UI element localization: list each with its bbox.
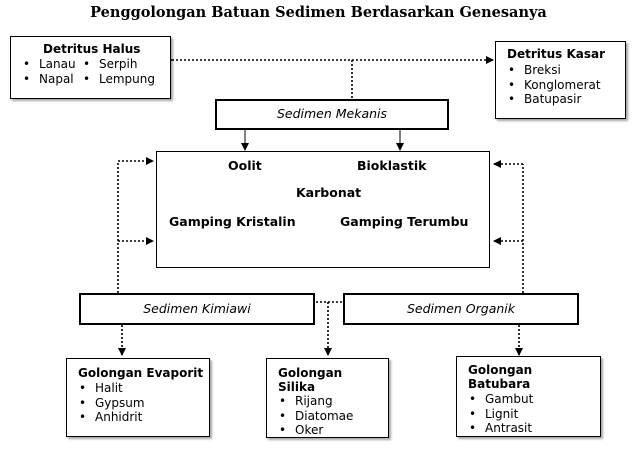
golongan-silika-box: Golongan Silika Rijang Diatomae Oker — [266, 358, 389, 438]
sedimen-kimiawi-label: Sedimen Kimiawi — [143, 301, 251, 316]
bioklastik-label: Bioklastik — [357, 158, 427, 173]
list-item: Lanau — [15, 57, 76, 72]
detritus-halus-title: Detritus Halus — [43, 42, 141, 56]
sedimen-mekanis-label: Sedimen Mekanis — [276, 106, 388, 121]
sedimen-organik-label: Sedimen Organik — [406, 301, 515, 316]
golongan-evaporit-box: Golongan Evaporit Halit Gypsum Anhidrit — [66, 358, 210, 437]
detritus-halus-list-left: Lanau Napal — [15, 57, 76, 86]
list-item: Anhidrit — [71, 410, 145, 425]
list-item: Antrasit — [461, 421, 533, 436]
batubara-title-line1: Golongan — [468, 363, 533, 377]
list-item: Konglomerat — [500, 78, 601, 93]
list-item: Diatomae — [271, 409, 353, 424]
list-item: Lempung — [75, 72, 155, 87]
detritus-kasar-list: Breksi Konglomerat Batupasir — [500, 63, 601, 107]
silika-title-line2: Silika — [278, 380, 316, 394]
silika-list: Rijang Diatomae Oker — [271, 394, 353, 438]
evaporit-title: Golongan Evaporit — [78, 366, 204, 380]
list-item: Breksi — [500, 63, 601, 78]
gamping-kristalin-label: Gamping Kristalin — [169, 214, 296, 229]
sedimen-organik-box: Sedimen Organik — [343, 293, 579, 325]
list-item: Gypsum — [71, 396, 145, 411]
list-item: Napal — [15, 72, 76, 87]
list-item: Halit — [71, 381, 145, 396]
list-item: Rijang — [271, 394, 353, 409]
oolit-label: Oolit — [228, 158, 262, 173]
sedimen-mekanis-box: Sedimen Mekanis — [215, 99, 449, 130]
list-item: Lignit — [461, 407, 533, 422]
diagram-title: Penggolongan Batuan Sedimen Berdasarkan … — [90, 4, 547, 21]
batubara-list: Gambut Lignit Antrasit — [461, 392, 533, 436]
evaporit-list: Halit Gypsum Anhidrit — [71, 381, 145, 425]
karbonat-box: Oolit Bioklastik Karbonat Gamping Krista… — [156, 151, 490, 268]
detritus-kasar-title: Detritus Kasar — [507, 47, 606, 61]
golongan-batubara-box: Golongan Batubara Gambut Lignit Antrasit — [456, 356, 601, 437]
sedimen-kimiawi-box: Sedimen Kimiawi — [79, 293, 315, 325]
list-item: Gambut — [461, 392, 533, 407]
list-item: Serpih — [75, 57, 155, 72]
gamping-terumbu-label: Gamping Terumbu — [340, 214, 469, 229]
list-item: Oker — [271, 423, 353, 438]
detritus-kasar-box: Detritus Kasar Breksi Konglomerat Batupa… — [495, 41, 626, 119]
batubara-title-line2: Batubara — [468, 377, 531, 391]
list-item: Batupasir — [500, 92, 601, 107]
detritus-halus-list-right: Serpih Lempung — [75, 57, 155, 86]
silika-title-line1: Golongan — [278, 366, 343, 380]
karbonat-label: Karbonat — [296, 185, 362, 200]
detritus-halus-box: Detritus Halus Lanau Napal Serpih Lempun… — [10, 36, 171, 99]
